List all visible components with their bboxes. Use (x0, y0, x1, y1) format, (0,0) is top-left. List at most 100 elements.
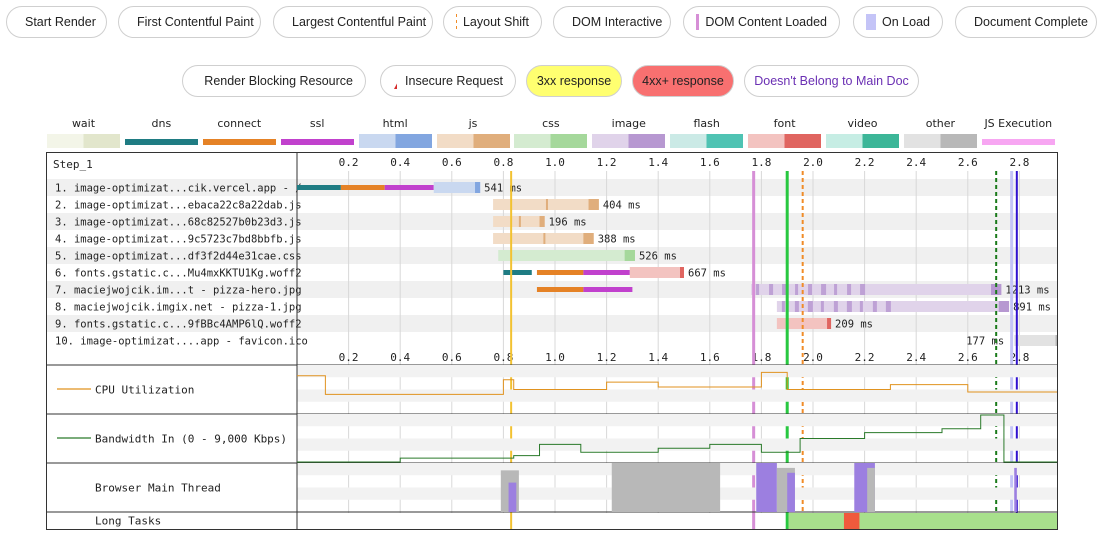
tick-label-bottom: 0.4 (390, 351, 410, 364)
main-thread-activity (867, 467, 875, 512)
tick-label-bottom: 2.8 (1009, 351, 1029, 364)
download-chunk (860, 284, 866, 295)
resource-label-font: font (773, 117, 796, 130)
resource-swatch-other (903, 134, 977, 148)
request-label: 2. image-optimizat...ebaca22c8a22dab.js (55, 200, 302, 212)
download-chunk (795, 284, 799, 295)
resource-swatch-ssl (280, 139, 354, 145)
resource-swatch-connect (202, 139, 276, 145)
download-chunk (834, 284, 838, 295)
main-thread-panel-label: Browser Main Thread (95, 482, 221, 495)
request-bar[interactable] (1014, 335, 1061, 346)
legend-dom-interactive: DOM Interactive (553, 6, 671, 38)
connect-segment (536, 270, 584, 275)
request-bar[interactable] (493, 199, 599, 210)
resource-label-wait: wait (71, 117, 96, 130)
request-bar[interactable] (776, 318, 832, 329)
request-label: 3. image-optimizat...68c82527b0b23d3.js (55, 217, 302, 229)
resource-swatch-dns (124, 139, 198, 145)
legend-3xx-response: 3xx response (526, 65, 622, 97)
step-label: Step_1 (53, 158, 93, 171)
request-bar[interactable] (629, 267, 684, 278)
dns-segment (503, 270, 532, 275)
resource-swatch-image (592, 134, 666, 148)
tick-label-bottom: 2.4 (906, 351, 926, 364)
long-task-blocking (843, 513, 860, 529)
resource-label-dns: dns (151, 117, 172, 130)
resource-swatch-video (826, 134, 899, 148)
panel-stripe (297, 438, 1057, 451)
request-bar[interactable] (433, 182, 481, 193)
legend-label: Document Complete (974, 15, 1088, 29)
legend-label: Insecure Request (405, 74, 503, 88)
download-segment (998, 301, 1010, 312)
request-bar[interactable] (498, 250, 635, 261)
resource-swatch-font (748, 134, 822, 148)
main-thread-activity (508, 482, 517, 512)
tick-label-top: 0.8 (493, 156, 513, 169)
request-duration: 196 ms (549, 217, 587, 229)
download-chunk (794, 301, 799, 312)
ssl-segment (384, 185, 434, 190)
download-segment (1055, 335, 1061, 346)
legend-dom-content-loaded: DOM Content Loaded (683, 6, 840, 38)
request-bar[interactable] (751, 284, 1002, 295)
request-label: 1. image-optimizat...cik.vercel.app - / (55, 183, 302, 195)
legend-label: Largest Contentful Paint (292, 15, 427, 29)
legend-largest-contentful-paint: Largest Contentful Paint (273, 6, 433, 38)
connect-segment (536, 287, 584, 292)
legend-label: DOM Content Loaded (705, 15, 827, 29)
bandwidth-panel-label: Bandwidth In (0 - 9,000 Kbps) (95, 433, 287, 446)
download-chunk (756, 284, 760, 295)
resource-label-other: other (925, 117, 956, 130)
legend-insecure-request: Insecure Request (380, 65, 516, 97)
request-bar[interactable] (776, 301, 1010, 312)
legend-label: 3xx response (536, 74, 612, 88)
request-label: 10. image-optimizat....app - favicon.ico (55, 336, 308, 348)
legend-label: Layout Shift (462, 15, 529, 29)
resource-swatch-flash (670, 134, 744, 148)
request-duration: 891 ms (1013, 302, 1051, 314)
download-chunk (545, 199, 548, 210)
resource-label-css: css (542, 117, 560, 130)
tick-label-bottom: 1.2 (597, 351, 617, 364)
resource-label-html: html (382, 117, 408, 130)
legend-doesn-t-belong-to-main-doc: Doesn't Belong to Main Doc (744, 65, 919, 97)
tick-label-top: 2.6 (958, 156, 978, 169)
request-duration: 404 ms (603, 200, 641, 212)
tick-label-bottom: 0.8 (493, 351, 513, 364)
resource-swatch-html (358, 134, 432, 148)
download-chunk (808, 284, 813, 295)
tick-label-top: 1.0 (545, 156, 565, 169)
warning-icon (394, 83, 398, 89)
tick-label-bottom: 1.8 (751, 351, 771, 364)
ssl-segment (583, 287, 633, 292)
download-segment (991, 284, 1002, 295)
download-chunk (859, 301, 863, 312)
cpu-utilization-line (297, 371, 1061, 395)
tick-label-top: 1.2 (597, 156, 617, 169)
dns-segment (297, 185, 341, 190)
download-chunk (821, 284, 827, 295)
legend-marker-icon (866, 14, 877, 30)
request-label: 8. maciejwojcik.imgix.net - pizza-1.jpg (55, 302, 302, 314)
tick-label-top: 2.4 (906, 156, 926, 169)
download-chunk (885, 301, 891, 312)
ssl-segment (583, 270, 630, 275)
legend-start-render: Start Render (6, 6, 107, 38)
legend-label: Doesn't Belong to Main Doc (754, 74, 909, 88)
bandwidth-line (297, 414, 1061, 463)
legend-4xx-response: 4xx+ response (632, 65, 734, 97)
request-duration: 388 ms (598, 234, 636, 246)
row-stripe (47, 179, 1057, 196)
row-stripe (47, 213, 1057, 230)
download-segment (827, 318, 832, 329)
cpu-panel-label: CPU Utilization (95, 384, 194, 397)
request-duration: 177 ms (966, 336, 1004, 348)
tick-label-top: 1.6 (700, 156, 720, 169)
resource-swatch-js (436, 134, 510, 148)
request-duration: 667 ms (688, 268, 726, 280)
download-chunk (820, 301, 824, 312)
resource-label-connect: connect (217, 117, 262, 130)
